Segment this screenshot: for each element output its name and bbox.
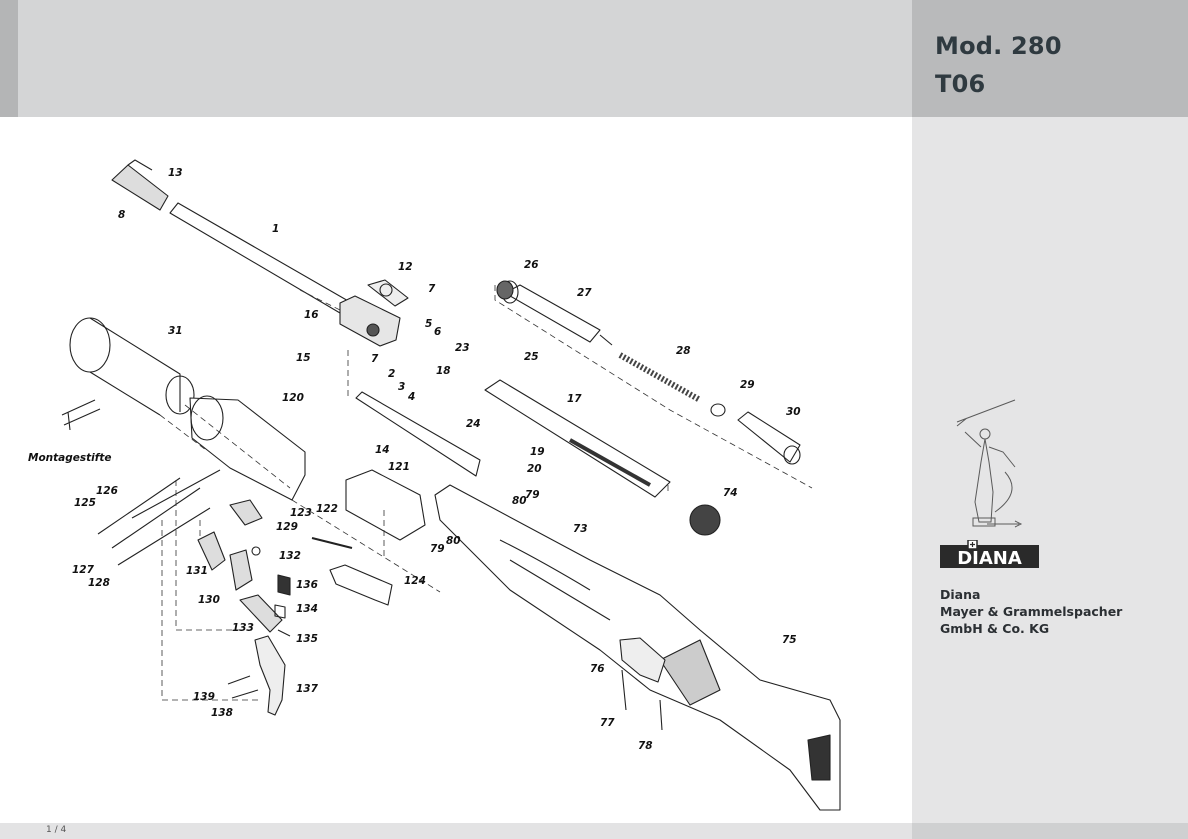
part-label: 13 xyxy=(168,167,183,179)
header-edge xyxy=(0,0,18,117)
part-label: 124 xyxy=(404,575,426,587)
company-line: GmbH & Co. KG xyxy=(940,621,1050,636)
part-label: 20 xyxy=(527,463,542,475)
part-label: 132 xyxy=(279,550,301,562)
diagram-shapes xyxy=(61,159,841,811)
footer-side xyxy=(912,823,1188,839)
part-label: 125 xyxy=(74,497,96,509)
part-label: 131 xyxy=(186,565,208,577)
page-number: 1 / 4 xyxy=(46,825,67,835)
part-label: 122 xyxy=(316,503,338,515)
part-label: 7 xyxy=(428,283,436,295)
part-label: 121 xyxy=(388,461,410,473)
part-label: 2 xyxy=(388,368,395,380)
part-label: 17 xyxy=(567,393,582,405)
part-label: 30 xyxy=(786,406,801,418)
header-band xyxy=(0,0,912,117)
part-label: 133 xyxy=(232,622,254,634)
part-label: 5 xyxy=(425,318,432,330)
part-label: 4 xyxy=(407,391,415,403)
part-label: 79 xyxy=(430,543,445,555)
part-label: 14 xyxy=(375,444,390,456)
diana-logo: DIANA xyxy=(940,540,1039,568)
part-label: 123 xyxy=(290,507,312,519)
company-address: Diana Mayer & Grammelspacher GmbH & Co. … xyxy=(940,586,1122,637)
part-label: 78 xyxy=(638,740,653,752)
model-code: T06 xyxy=(935,70,986,98)
part-label: 19 xyxy=(530,446,545,458)
part-label: 138 xyxy=(211,707,233,719)
part-label: 139 xyxy=(193,691,215,703)
part-label: 7 xyxy=(371,353,379,365)
part-labels: 13 8 1 12 7 16 5 6 15 7 2 3 4 23 18 25 2… xyxy=(28,167,801,752)
part-label: 80 xyxy=(446,535,461,547)
sidebar-title-band xyxy=(912,0,1188,117)
part-label: 80 xyxy=(512,495,527,507)
part-label: 28 xyxy=(676,345,691,357)
sidebar-panel xyxy=(912,0,1188,839)
part-label: 120 xyxy=(282,392,304,404)
part-label: 79 xyxy=(525,489,540,501)
part-label: 135 xyxy=(296,633,318,645)
part-label: 1 xyxy=(272,223,279,235)
part-label: 3 xyxy=(398,381,405,393)
part-label: 130 xyxy=(198,594,220,606)
part-label: 127 xyxy=(72,564,95,576)
part-label: 24 xyxy=(466,418,481,430)
part-label: 128 xyxy=(88,577,110,589)
part-label: 25 xyxy=(524,351,539,363)
part-label: 6 xyxy=(434,326,441,338)
part-label: 136 xyxy=(296,579,318,591)
part-label: 134 xyxy=(296,603,318,615)
part-label: 73 xyxy=(573,523,588,535)
footer-bar xyxy=(0,823,912,839)
part-label: 15 xyxy=(296,352,311,364)
part-label: 16 xyxy=(304,309,319,321)
montage-label: Montagestifte xyxy=(28,452,111,464)
part-label: 129 xyxy=(276,521,298,533)
part-label: 137 xyxy=(296,683,319,695)
part-label: 26 xyxy=(524,259,539,271)
diana-figure-logo xyxy=(956,399,1023,528)
part-label: 74 xyxy=(723,487,738,499)
part-label: 76 xyxy=(590,663,605,675)
part-label: 23 xyxy=(455,342,470,354)
part-label: 18 xyxy=(436,365,451,377)
part-label: 75 xyxy=(782,634,797,646)
part-label: 126 xyxy=(96,485,118,497)
exploded-parts-diagram: 13 8 1 12 7 16 5 6 15 7 2 3 4 23 18 25 2… xyxy=(28,159,841,811)
part-label: 31 xyxy=(168,325,183,337)
model-title: Mod. 280 xyxy=(935,32,1062,60)
diana-logo-text: DIANA xyxy=(957,548,1022,568)
company-line: Diana xyxy=(940,587,981,602)
part-label: 8 xyxy=(118,209,125,221)
part-label: 12 xyxy=(398,261,413,273)
part-label: 27 xyxy=(577,287,592,299)
part-label: 29 xyxy=(740,379,755,391)
part-label: 77 xyxy=(600,717,615,729)
company-line: Mayer & Grammelspacher xyxy=(940,604,1123,619)
